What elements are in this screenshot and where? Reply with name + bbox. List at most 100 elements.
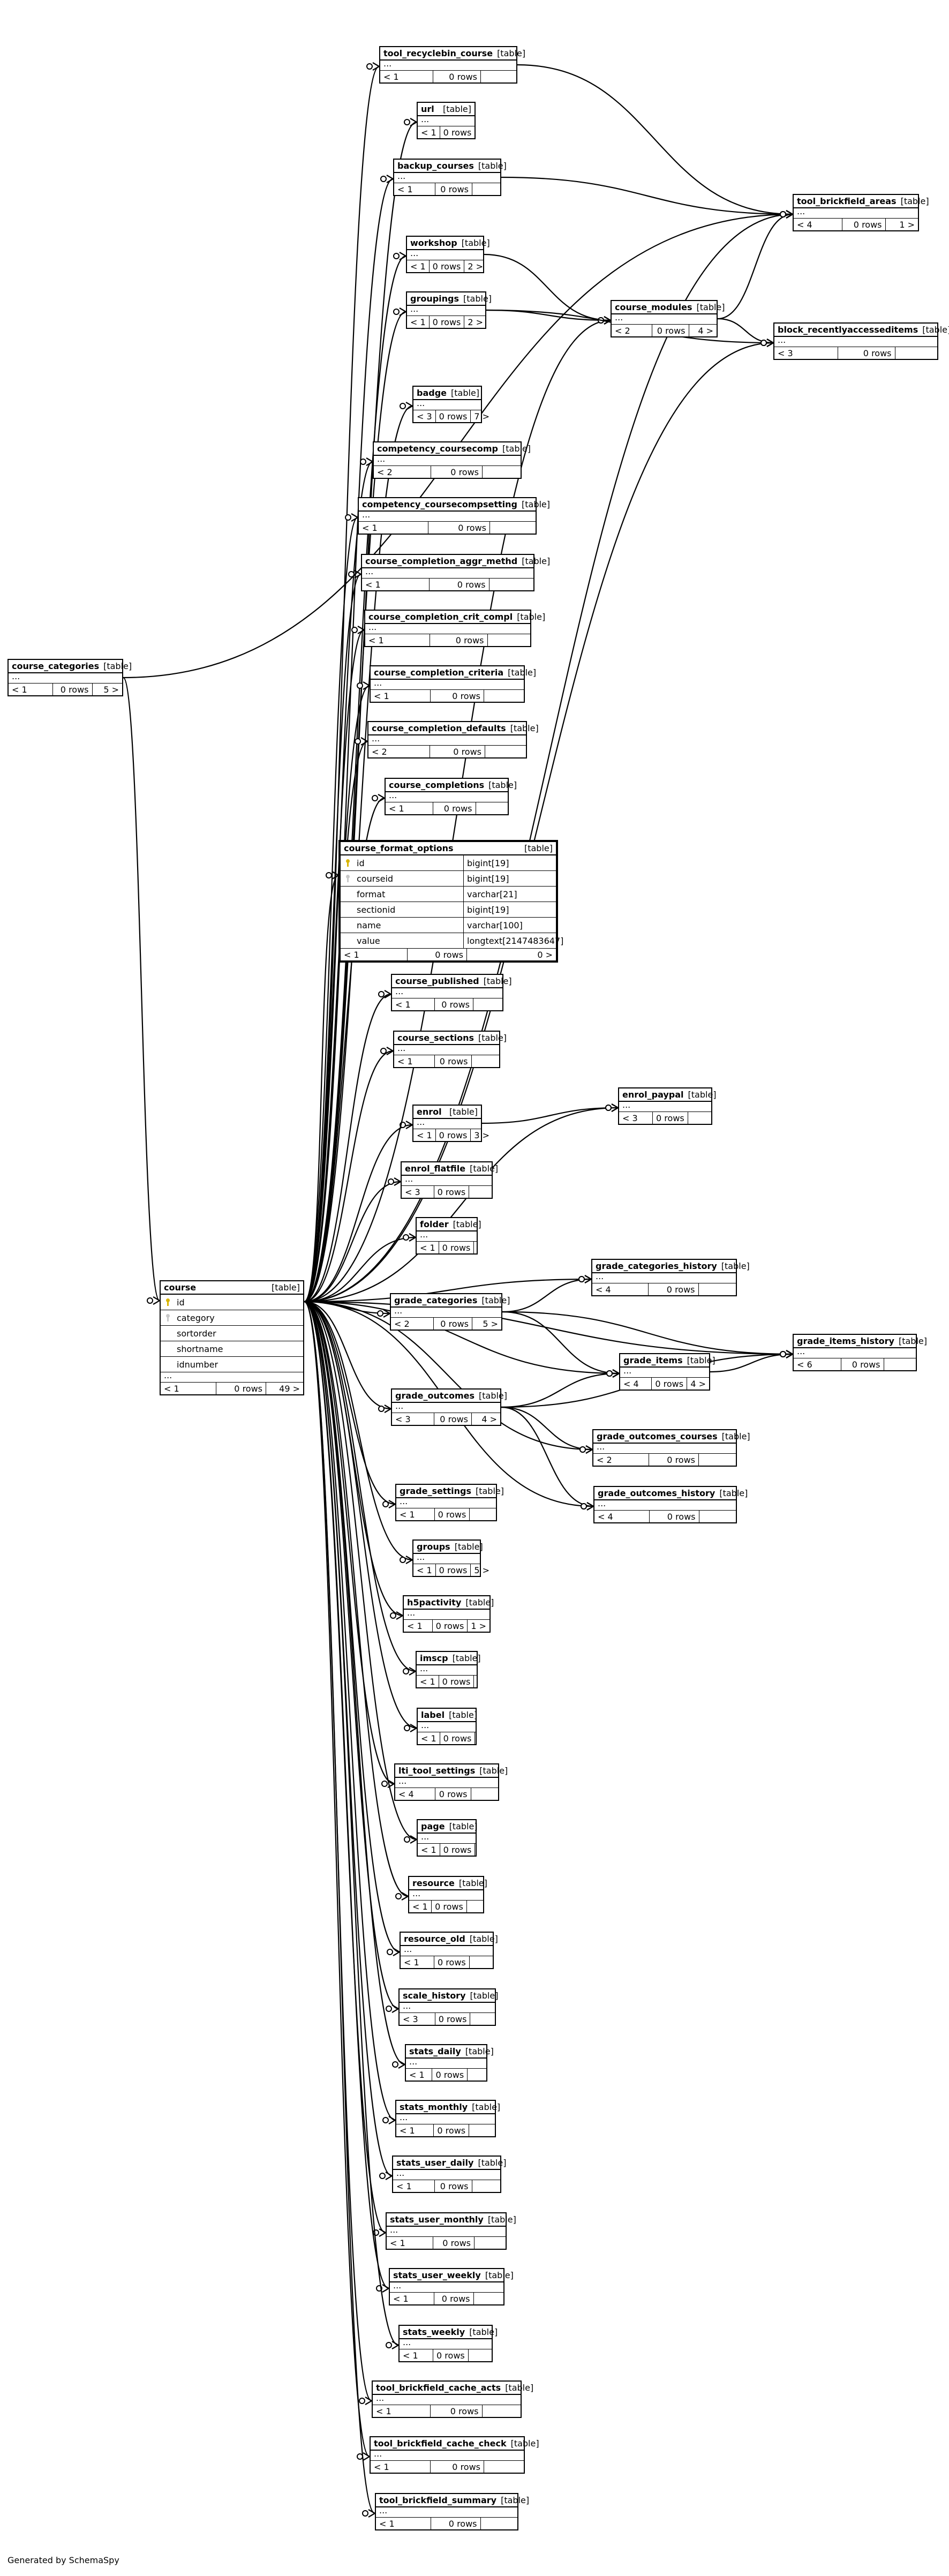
parents-count[interactable]: < 1 (417, 1242, 439, 1253)
parents-count[interactable]: < 1 (396, 1508, 435, 1520)
children-count[interactable] (467, 1901, 483, 1912)
children-count[interactable] (470, 1508, 496, 1520)
children-count[interactable] (468, 2069, 486, 2081)
parents-count[interactable]: < 1 (400, 2349, 434, 2361)
parents-count[interactable]: < 3 (413, 410, 436, 422)
children-count[interactable] (474, 1242, 480, 1253)
table-tool_brickfield_cache_check[interactable]: tool_brickfield_cache_check[table]...< 1… (370, 2436, 539, 2474)
parents-count[interactable]: < 1 (418, 1732, 440, 1744)
parents-count[interactable]: < 1 (413, 1564, 436, 1576)
parents-count[interactable]: < 1 (418, 126, 440, 138)
parents-count[interactable]: < 1 (417, 1676, 439, 1687)
children-count[interactable] (472, 2180, 501, 2192)
parents-count[interactable]: < 1 (407, 316, 430, 328)
children-count[interactable]: 5 > (483, 1318, 498, 1329)
parents-count[interactable]: < 1 (341, 949, 408, 960)
parents-count[interactable]: < 2 (593, 1454, 650, 1466)
parents-count[interactable]: < 1 (359, 522, 428, 534)
table-block_recentlyaccesseditems[interactable]: block_recentlyaccesseditems[table]...< 3… (773, 322, 949, 360)
children-count[interactable] (484, 2461, 524, 2473)
parents-count[interactable]: < 1 (394, 1055, 435, 1067)
parents-count[interactable]: < 1 (362, 579, 430, 590)
children-count[interactable] (485, 746, 526, 757)
children-count[interactable] (481, 2518, 518, 2529)
parents-count[interactable]: < 1 (373, 2405, 431, 2417)
parents-count[interactable]: < 1 (396, 2124, 434, 2136)
parents-count[interactable]: < 1 (407, 260, 430, 272)
parents-count[interactable]: < 1 (390, 2293, 434, 2304)
parents-count[interactable]: < 2 (391, 1318, 434, 1330)
children-count[interactable]: 1 > (899, 219, 915, 230)
children-count[interactable]: 3 > (474, 1130, 490, 1140)
children-count[interactable] (475, 1732, 481, 1744)
parents-count[interactable]: < 1 (386, 802, 433, 814)
children-count[interactable] (469, 2349, 492, 2361)
children-count[interactable] (484, 690, 524, 702)
parents-count[interactable]: < 1 (393, 2180, 435, 2192)
parents-count[interactable]: < 3 (619, 1112, 653, 1124)
children-count[interactable]: 4 > (481, 1414, 497, 1424)
children-count[interactable]: 2 > (468, 261, 484, 272)
children-count[interactable] (488, 634, 531, 646)
children-count[interactable] (490, 522, 536, 534)
children-count[interactable]: 2 > (468, 317, 484, 327)
parents-count[interactable]: < 6 (794, 1358, 841, 1370)
children-count[interactable]: 0 > (537, 949, 553, 960)
parents-count[interactable]: < 1 (365, 634, 430, 646)
children-count[interactable] (471, 1788, 499, 1800)
children-count[interactable] (483, 2405, 521, 2417)
children-count[interactable] (469, 2124, 495, 2136)
parents-count[interactable]: < 4 (592, 1283, 649, 1295)
table-course_completion_aggr_methd[interactable]: course_completion_aggr_methd[table]...< … (361, 554, 550, 591)
children-count[interactable]: 5 > (474, 1565, 490, 1575)
children-count[interactable] (474, 2293, 504, 2304)
parents-count[interactable]: < 2 (368, 746, 431, 757)
parents-count[interactable]: < 4 (395, 1788, 435, 1800)
children-count[interactable] (489, 579, 534, 590)
table-course[interactable]: course[table] id category sortorder shor… (160, 1280, 304, 1395)
parents-count[interactable]: < 3 (392, 1413, 434, 1425)
children-count[interactable]: 4 > (690, 1378, 706, 1389)
parents-count[interactable]: < 1 (161, 1383, 217, 1394)
parents-count[interactable]: < 1 (413, 1129, 436, 1141)
parents-count[interactable]: < 1 (418, 1844, 440, 1856)
parents-count[interactable]: < 1 (409, 1901, 432, 1912)
children-count[interactable] (474, 2237, 506, 2249)
parents-count[interactable]: < 1 (371, 2461, 431, 2473)
children-count[interactable] (470, 2013, 495, 2025)
parents-count[interactable]: < 2 (612, 325, 653, 336)
children-count[interactable] (699, 1283, 736, 1295)
parents-count[interactable]: < 4 (620, 1378, 652, 1390)
